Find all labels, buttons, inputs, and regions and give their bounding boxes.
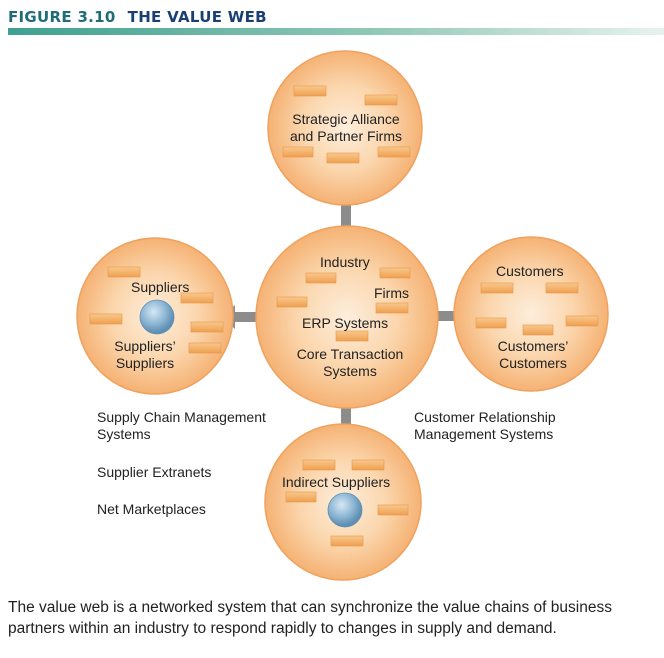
label-firms: Firms — [374, 285, 409, 301]
firm-blocks — [89, 85, 599, 547]
figure-header: FIGURE 3.10 THE VALUE WEB — [8, 6, 267, 28]
label-suppliers: Suppliers — [131, 279, 190, 295]
label-indirect-suppliers: Indirect Suppliers — [282, 474, 391, 490]
label-customers: Customers — [496, 263, 564, 279]
label-supplier-extranets: Supplier Extranets — [97, 464, 212, 480]
supplier-sphere-icon — [139, 299, 175, 335]
label-core-transaction-systems: Core Transaction Systems — [296, 346, 404, 379]
circle-customers — [453, 236, 609, 392]
label-supply-chain-management: Supply Chain Management Systems — [97, 409, 266, 442]
header-rule — [8, 28, 664, 35]
arrow-top-center — [334, 192, 358, 245]
figure-number: FIGURE 3.10 — [8, 8, 116, 26]
arrow-center-bottom — [334, 389, 358, 439]
label-suppliers-suppliers: Suppliers’ Suppliers — [114, 338, 176, 371]
label-customer-relationship-management: Customer Relationship Management Systems — [414, 409, 556, 442]
label-industry: Industry — [320, 254, 370, 270]
label-erp-systems: ERP Systems — [302, 315, 389, 331]
label-net-marketplaces: Net Marketplaces — [97, 501, 206, 517]
label-customers-customers: Customers’ Customers — [497, 338, 569, 371]
label-strategic-alliance: Strategic Alliance and Partner Firms — [289, 111, 403, 144]
figure-caption: The value web is a networked system that… — [8, 599, 612, 637]
figure-title: THE VALUE WEB — [127, 8, 267, 26]
indirect-supplier-sphere-icon — [327, 492, 363, 528]
